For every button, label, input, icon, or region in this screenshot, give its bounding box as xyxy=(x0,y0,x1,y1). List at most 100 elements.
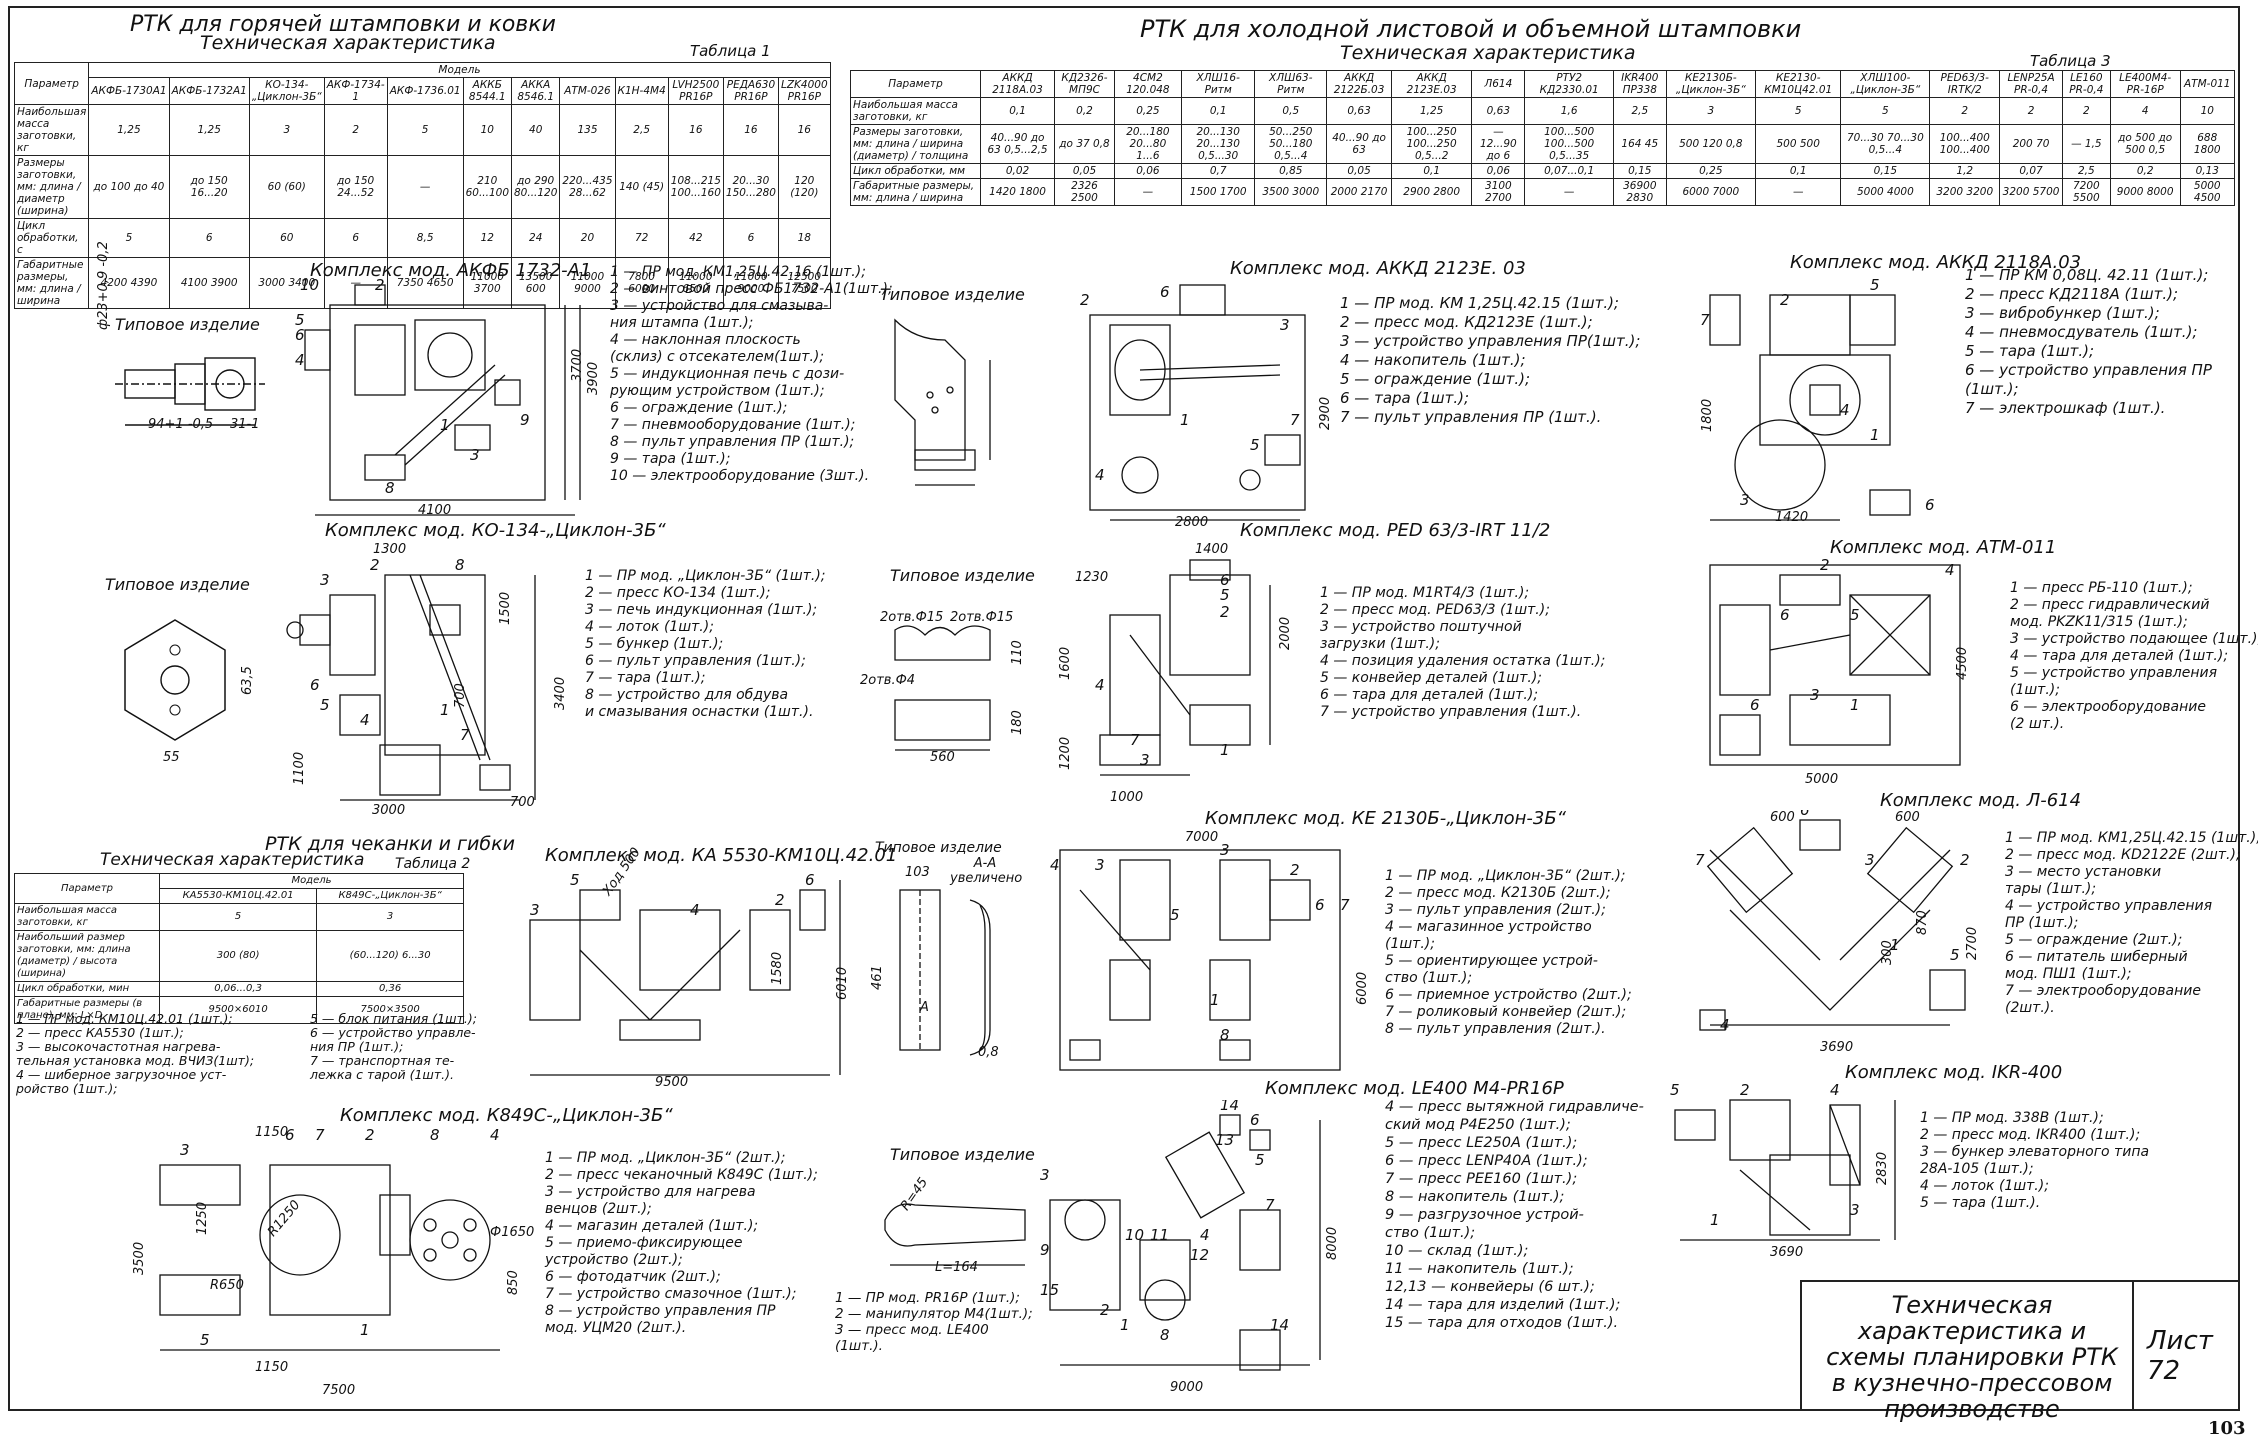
legend-line: 3 — устройство для смазыва- xyxy=(610,298,829,314)
model-name-cell: РЕДА630 PR16P xyxy=(722,77,779,105)
model-name-cell: КА5530-КМ10Ц.42.01 xyxy=(158,888,318,904)
value-cell: до 500 до 500 0,5 xyxy=(2109,124,2181,164)
value-cell: 16 xyxy=(667,104,724,156)
ko134-holes2: 2отв.Ф15 xyxy=(950,610,1014,625)
svg-text:6: 6 xyxy=(1250,1111,1260,1129)
svg-text:3: 3 xyxy=(470,446,480,464)
ped-title: Комплекс мод. PED 63/3-IRT 11/2 xyxy=(1240,520,1551,541)
legend-line: 2 — пресс КО-134 (1шт.); xyxy=(585,585,771,601)
value-cell: 11000 9000 xyxy=(722,257,779,309)
legend-line: 6 — фотодатчик (2шт.); xyxy=(545,1269,721,1285)
ped-height: 2000 xyxy=(1278,616,1293,650)
svg-text:3: 3 xyxy=(1095,856,1105,874)
le400-height: 8000 xyxy=(1325,1226,1340,1260)
legend-line: 3 — устройство подающее (1шт.); xyxy=(2010,631,2258,647)
value-cell: 1,2 xyxy=(1929,163,2001,179)
value-cell: 2 xyxy=(2061,97,2111,125)
svg-text:7: 7 xyxy=(1290,411,1300,429)
model-name-cell: PED63/3-IRTK/2 xyxy=(1929,70,2001,98)
ko134-title: Комплекс мод. КО-134-„Циклон-3Б“ xyxy=(325,520,666,541)
value-cell: 220...435 28...62 xyxy=(559,155,616,219)
param-cell: Наибольшая масса заготовки, кг xyxy=(13,104,90,156)
svg-text:9: 9 xyxy=(520,411,530,429)
ka5530-title: Комплекс мод. КА 5530-КМ10Ц.42.01 xyxy=(545,845,898,866)
legend-line: (1шт.); xyxy=(2010,682,2060,698)
ko134-height: 3400 xyxy=(553,676,568,710)
legend-line: 1 — ПР мод. „Циклон-3Б“ (2шт.); xyxy=(1385,868,1626,884)
svg-text:4: 4 xyxy=(1830,1081,1840,1099)
legend-line: 2 — пресс мод. К2130Б (2шт.); xyxy=(1385,885,1611,901)
l614-top-width: 600 xyxy=(1770,810,1795,825)
svg-text:4: 4 xyxy=(360,711,370,729)
k849-typical-part-label: Типовое изделие xyxy=(890,1145,1035,1164)
sheet-frame xyxy=(8,6,2240,1411)
value-cell: 0,5 xyxy=(1254,97,1328,125)
ikr400-height: 2830 xyxy=(1875,1151,1890,1185)
svg-text:4: 4 xyxy=(1050,856,1060,874)
value-cell: 0,13 xyxy=(2179,163,2236,179)
value-cell: 3200 3200 xyxy=(1929,178,2001,206)
akfb-typical-part2-label: Типовое изделие xyxy=(880,285,1025,304)
svg-text:6: 6 xyxy=(1220,571,1230,589)
legend-line: 5 — бункер (1шт.); xyxy=(585,636,724,652)
svg-text:1: 1 xyxy=(1870,426,1880,444)
value-cell: 72 xyxy=(614,218,669,258)
value-cell: 0,7 xyxy=(1180,163,1256,179)
model-name-cell: АКФ-1734-1 xyxy=(323,77,388,105)
svg-text:1: 1 xyxy=(1210,991,1220,1009)
value-cell: 164 45 xyxy=(1612,124,1667,164)
legend-line: 12,13 — конвейеры (6 шт.); xyxy=(1385,1279,1595,1295)
value-cell: 1,25 xyxy=(88,104,170,156)
model-name-cell: К849С-„Циклон-3Б“ xyxy=(316,888,464,904)
l614-legend: 1 — ПР мод. КМ1,25Ц.42.15 (1шт.);2 — пре… xyxy=(2005,830,2258,1017)
svg-text:7: 7 xyxy=(1700,311,1710,329)
legend-line: 9 — разгрузочное устрой- xyxy=(1385,1207,1584,1223)
legend-line: 1 — ПР мод. КМ 1,25Ц.42.15 (1шт.); xyxy=(1340,294,1619,312)
svg-text:3: 3 xyxy=(320,571,330,589)
legend-line: 1 — ПР мод. 338В (1шт.); xyxy=(1920,1110,2104,1126)
ko134-part-width: 560 xyxy=(930,750,955,765)
value-cell: 3200 5700 xyxy=(1999,178,2063,206)
ko134-part-h2: 180 xyxy=(1010,710,1025,735)
ko134-hex-height: 63,5 xyxy=(240,666,255,695)
akkd2123-height: 2900 xyxy=(1318,396,1333,430)
legend-line: 3 — высокочастотная нагрева- xyxy=(16,1039,221,1054)
value-cell: 7200 5500 xyxy=(2061,178,2111,206)
ko134-hex-width: 55 xyxy=(163,750,180,765)
akfb-part-length2: 31-1 xyxy=(230,417,260,432)
value-cell: 1420 1800 xyxy=(979,178,1056,206)
param-cell: Габаритные размеры, мм: длина / ширина xyxy=(13,257,90,309)
model-name-cell: ХЛШ100-„Циклон-3Б“ xyxy=(1840,70,1931,98)
svg-text:1: 1 xyxy=(360,1321,370,1339)
ped-height3: 1200 xyxy=(1058,736,1073,770)
legend-line: 3 — пульт управления (2шт.); xyxy=(1385,902,1606,918)
value-cell: 0,2 xyxy=(1054,97,1115,125)
legend-line: 3 — печь индукционная (1шт.); xyxy=(585,602,818,618)
legend-line: 2 — винтовой пресс ФБ1732-А1(1шт.); xyxy=(610,281,893,297)
legend-line: мод. УЦМ20 (2шт.). xyxy=(545,1320,687,1336)
k849-bottom-width: 1150 xyxy=(255,1360,289,1375)
legend-line: ство (1шт.); xyxy=(1385,1225,1476,1241)
svg-text:12: 12 xyxy=(1190,1246,1209,1264)
legend-line: 8 — пульт управления (2шт.). xyxy=(1385,1021,1606,1037)
legend-line: ПР (1шт.); xyxy=(2005,915,2079,931)
value-cell: 0,02 xyxy=(979,163,1056,179)
ko134-bracket-drawing xyxy=(894,625,991,751)
svg-text:4: 4 xyxy=(1945,561,1955,579)
ko134-height2: 1500 xyxy=(498,591,513,625)
legend-line: 14 — тара для изделий (1шт.); xyxy=(1385,1297,1621,1313)
svg-text:5: 5 xyxy=(1870,276,1880,294)
k849-height: 3500 xyxy=(132,1241,147,1275)
legend-line: лежка с тарой (1шт.). xyxy=(310,1067,454,1082)
legend-line: 5 — ограждение (2шт.); xyxy=(2005,932,2183,948)
value-cell: 5 xyxy=(1754,97,1842,125)
